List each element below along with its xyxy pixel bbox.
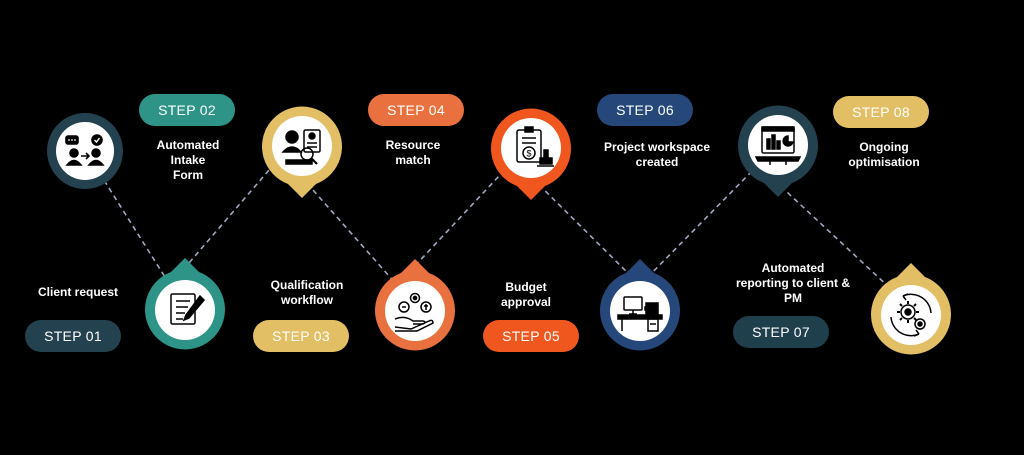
step-02-marker — [130, 255, 240, 365]
step-04-pill: STEP 04 — [368, 94, 464, 126]
step-04-marker — [360, 256, 470, 366]
step-05-pill: STEP 05 — [483, 320, 579, 352]
step-01-pill: STEP 01 — [25, 320, 121, 352]
qualification-icon — [281, 129, 321, 165]
step-08-caption: Ongoing optimisation — [848, 140, 920, 169]
step-02-pill: STEP 02 — [139, 94, 235, 126]
step-03-marker — [247, 91, 357, 201]
step-04-caption: Resource match — [385, 138, 441, 167]
step-08-marker — [856, 260, 966, 370]
step-01-caption: Client request — [37, 285, 118, 299]
step-06-caption: Project workspace created — [603, 140, 711, 169]
step-01-marker — [30, 96, 140, 206]
step-03-caption: Qualification workflow — [270, 278, 344, 307]
budget-approval-icon: $ — [516, 126, 554, 167]
step-07-caption: Automated reporting to client & PM — [736, 261, 850, 305]
step-05-marker: $ — [476, 93, 586, 203]
client-request-icon — [65, 134, 105, 166]
step-05-caption: Budget approval — [500, 280, 551, 309]
step-02-caption: Automated Intake Form — [156, 138, 220, 182]
reporting-icon — [754, 126, 802, 165]
step-06-marker — [585, 256, 695, 366]
step-03-pill: STEP 03 — [253, 320, 349, 352]
intake-form-icon — [170, 293, 206, 325]
step-06-pill: STEP 06 — [597, 94, 693, 126]
workspace-icon — [617, 296, 663, 332]
step-07-marker — [723, 90, 833, 200]
svg-text:$: $ — [526, 149, 531, 159]
step-08-pill: STEP 08 — [833, 96, 929, 128]
step-07-pill: STEP 07 — [733, 316, 829, 348]
optimisation-icon — [890, 293, 932, 337]
resource-match-icon — [394, 292, 434, 332]
